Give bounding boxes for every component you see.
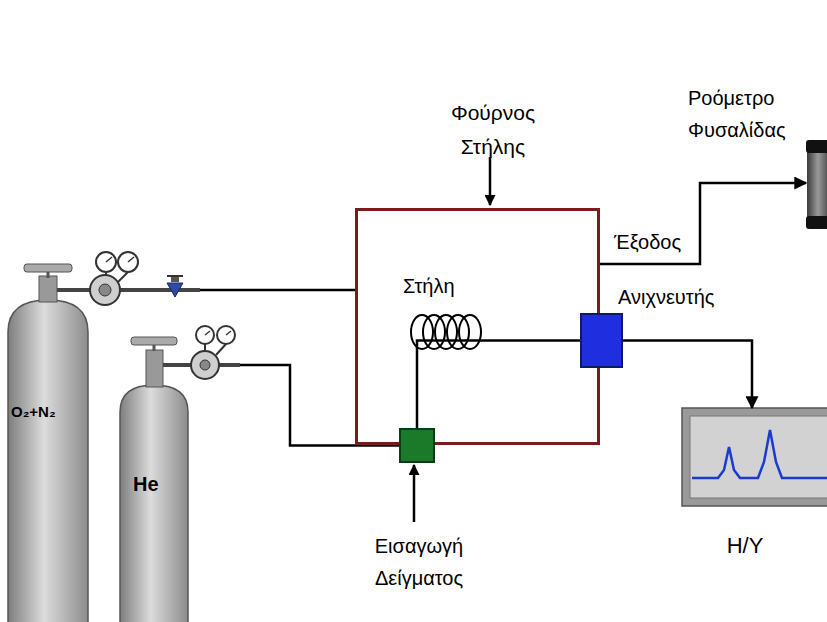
gas-line [417,341,580,429]
gas-line [600,183,806,264]
gas-line [623,341,752,409]
leader-arrow [413,465,416,522]
part-label: Στήλη [403,274,455,298]
node-label: Ανιχνευτής [618,281,748,313]
node-label: Ροόμετρο Φυσαλίδας [688,82,810,146]
bubble-flowmeter: Ροόμετρο Φυσαλίδας [806,140,827,230]
node-label: Φούρνος Στήλης [433,96,553,163]
node-label: Εισαγωγή Δείγματος [359,530,479,594]
gas-cylinder [8,252,200,622]
gas-cylinder [120,326,240,622]
leader-arrow [489,157,492,205]
sample-injector: Εισαγωγή Δείγματος [399,428,435,463]
column-oven: Φούρνος ΣτήληςΑνιχνευτήςΕισαγωγή Δείγματ… [355,208,600,445]
flowmeter-tube [806,140,827,229]
gas-line [200,289,355,292]
column-coil [411,315,481,349]
gas-cylinder: He [115,310,240,622]
edge-label: Έξοδος [612,230,683,254]
computer: Η/Υ [682,408,827,505]
node-label: Η/Υ [705,528,785,563]
node-label: O₂+N₂ [11,400,87,424]
gas-line [240,365,399,446]
detector: Ανιχνευτής [580,313,623,368]
gas-cylinder: O₂+N₂ [5,240,200,622]
node-label: He [133,468,183,500]
computer-monitor [682,408,827,506]
